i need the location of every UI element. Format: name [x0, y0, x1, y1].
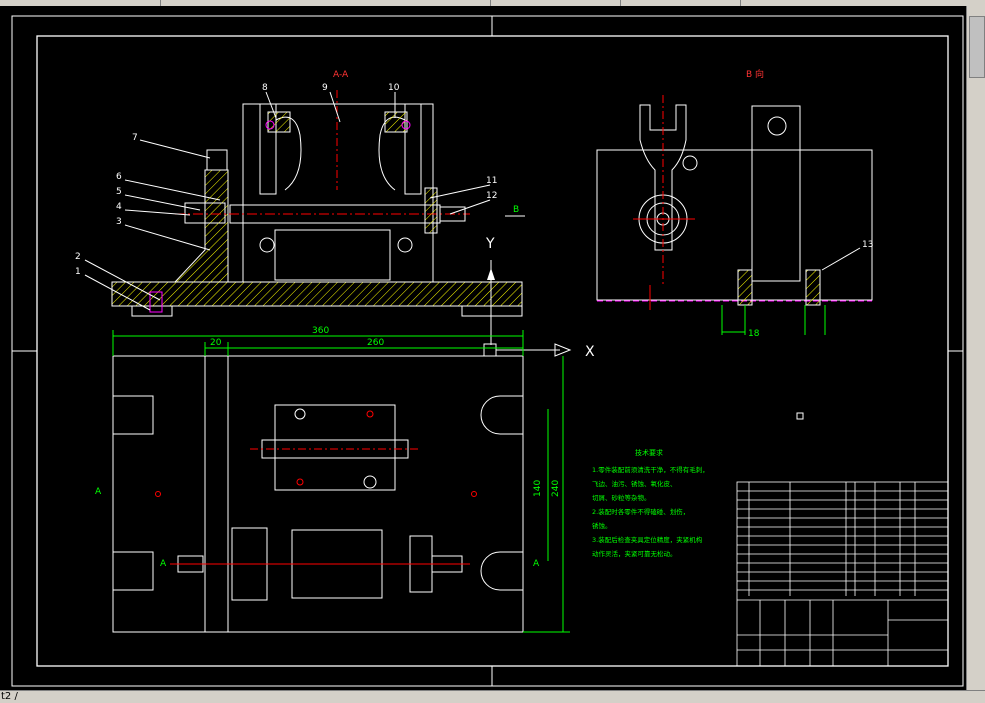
- slot-tr: [480, 395, 523, 435]
- rod-guide: [424, 187, 438, 234]
- cad-drawing-canvas[interactable]: A-A: [0, 6, 966, 690]
- base-plate-section: [111, 281, 523, 307]
- top-view: A A A 360 20 260 140 240: [95, 326, 570, 633]
- part-label: 9: [322, 83, 328, 93]
- toolbar-strip: [0, 0, 985, 6]
- section-aa-view: A-A: [75, 70, 595, 360]
- part-label: 3: [116, 217, 122, 227]
- section-mark-a: A: [95, 487, 102, 497]
- y-axis-label: Y: [485, 236, 495, 252]
- part-label: 11: [486, 176, 497, 186]
- screw-hole: [296, 478, 304, 486]
- clamp-nut: [184, 202, 226, 224]
- ucs-box: [483, 343, 497, 357]
- toolbar-segment[interactable]: [0, 0, 161, 6]
- dowel-pin: [149, 291, 163, 313]
- part-label: 8: [262, 83, 268, 93]
- bolt-pad: [206, 149, 228, 171]
- dim-240-label: 240: [551, 480, 561, 497]
- tech-req-line: 1.零件装配前须清洗干净，不得有毛刺，: [592, 465, 709, 474]
- base-plate-outline: [112, 355, 524, 633]
- dim-260-label: 260: [367, 338, 384, 348]
- sheet-tab-bar: t2 /: [0, 690, 985, 703]
- lever-pivot: [682, 155, 698, 171]
- frame-post-left: [259, 103, 277, 195]
- dim-20-label: 20: [210, 338, 222, 348]
- vertical-scrollbar[interactable]: [966, 6, 985, 690]
- clamp-body-top: [274, 404, 396, 491]
- part-label: 1: [75, 267, 81, 277]
- bolt-hole-left: [259, 237, 275, 253]
- screw-hole: [294, 408, 306, 420]
- slot-tl: [112, 395, 154, 435]
- bolt-hole-right: [397, 237, 413, 253]
- part-label: 10: [388, 83, 400, 93]
- view-b-body: [596, 149, 873, 301]
- sheet-inner-border: [36, 35, 949, 667]
- angle-bracket-section: [173, 169, 229, 283]
- slot-br: [480, 551, 523, 591]
- locating-pin-right: [805, 269, 821, 306]
- tech-req-line: 2.装配时各零件不得磕碰、划伤，: [592, 507, 689, 516]
- x-axis-arrow: [554, 343, 572, 357]
- b-arrow-label: B: [513, 205, 519, 215]
- slot-bl: [112, 551, 154, 591]
- cursor-pickbox: [796, 412, 804, 420]
- part-label: 13: [862, 240, 873, 250]
- view-b-label: B 向: [746, 68, 764, 80]
- part-label: 7: [132, 133, 138, 143]
- tech-req-line: 切屑、砂粒等杂物。: [592, 493, 651, 502]
- section-mark-a: A: [160, 559, 167, 569]
- tech-req-line: 3.装配后检查夹具定位精度，夹紧机构: [592, 535, 703, 544]
- leader-13: [821, 247, 861, 271]
- technical-requirements: 技术要求 1.零件装配前须清洗干净，不得有毛刺， 飞边、油污、锈蚀、氧化皮、 切…: [592, 448, 709, 558]
- section-aa-label: A-A: [333, 70, 349, 80]
- pin-left: [265, 120, 275, 130]
- section-mark-a: A: [533, 559, 540, 569]
- view-b: B 向 13 18: [596, 68, 873, 339]
- x-axis-label: X: [585, 344, 595, 360]
- y-axis-arrow: [487, 268, 495, 280]
- scrollbar-thumb[interactable]: [969, 16, 985, 78]
- tech-req-line: 动作灵活，夹紧可靠无松动。: [592, 549, 677, 558]
- tech-req-line: 锈蚀。: [592, 521, 612, 530]
- part-label: 4: [116, 202, 122, 212]
- locating-pin-left: [737, 269, 753, 306]
- rod-end-nut: [439, 206, 466, 222]
- sheet-tab[interactable]: t2 /: [1, 691, 18, 702]
- tech-req-title: 技术要求: [635, 448, 663, 457]
- part-label: 6: [116, 172, 122, 182]
- view-b-upright: [751, 105, 801, 282]
- dim-360-label: 360: [312, 326, 329, 336]
- table-outline: [736, 481, 949, 667]
- dim-140-label: 140: [533, 480, 543, 497]
- upright-bolt: [767, 116, 787, 136]
- toolbar-segment[interactable]: [160, 0, 491, 6]
- parts-list-table: [736, 481, 949, 667]
- screw-hole: [363, 475, 377, 489]
- dowel-mark: [471, 491, 477, 497]
- jaw-insert-right: [384, 111, 408, 133]
- part-label: 12: [486, 191, 497, 201]
- toolbar-segment[interactable]: [620, 0, 741, 6]
- clamp-lever: [639, 104, 687, 251]
- dim-18-label: 18: [748, 329, 760, 339]
- base-foot-right: [461, 305, 523, 317]
- dowel-mark: [155, 491, 161, 497]
- part-label: 2: [75, 252, 81, 262]
- tech-req-line: 飞边、油污、锈蚀、氧化皮、: [592, 479, 677, 488]
- part-label: 5: [116, 187, 122, 197]
- lower-block: [274, 229, 391, 281]
- pin-right: [401, 120, 411, 130]
- base-foot-left: [131, 305, 173, 317]
- toolbar-segment[interactable]: [490, 0, 621, 6]
- screw-hole: [366, 410, 374, 418]
- frame-post-right: [404, 103, 422, 195]
